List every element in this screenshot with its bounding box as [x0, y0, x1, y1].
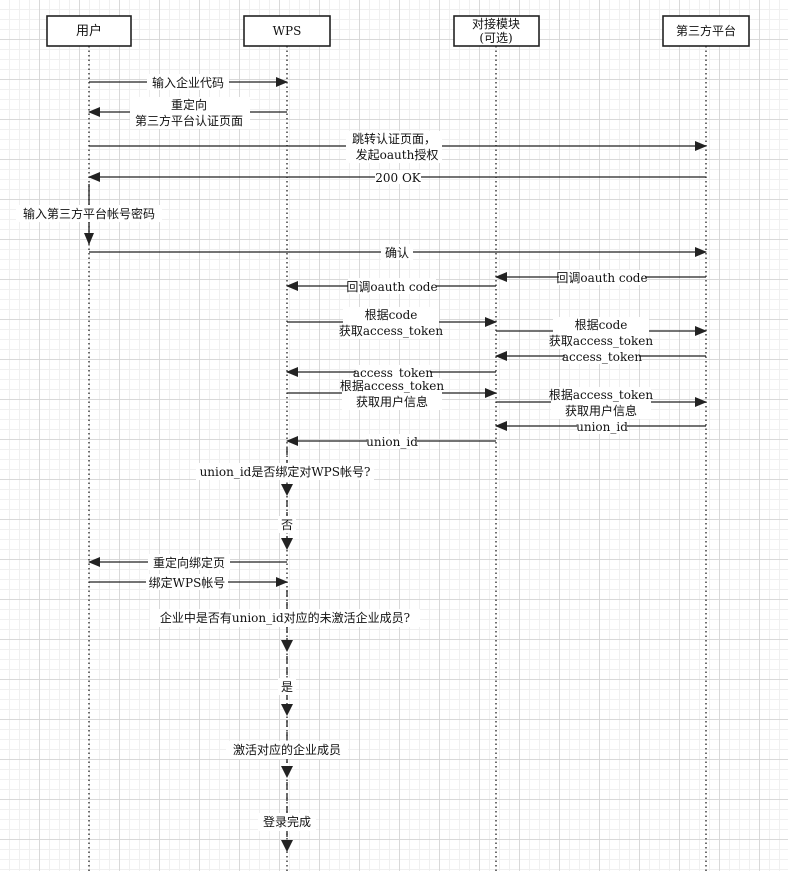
message-unionid-to-connector: union_id — [495, 419, 706, 434]
message-callback-code-to-wps: 回调oauth code — [286, 278, 496, 294]
message-label: 输入第三方平台帐号密码 — [23, 206, 155, 221]
message-label: 200 OK — [375, 171, 422, 185]
message-label: access_token — [353, 366, 433, 380]
message-label: 获取access_token — [549, 334, 653, 348]
message-label: 重定向 — [171, 97, 207, 112]
message-redirect-auth-page: 重定向 第三方平台认证页面 — [88, 97, 287, 129]
flow-answer-yes: 是 — [278, 656, 296, 716]
flow-question-member: 企业中是否有union_id对应的未激活企业成员? — [160, 610, 410, 625]
message-token-to-connector: access_token — [495, 349, 706, 364]
participant-wps-label: WPS — [273, 24, 302, 38]
message-get-token-wps: 根据code 获取access_token — [287, 307, 497, 339]
flow-done-label: 登录完成 — [263, 814, 311, 829]
message-redirect-bind-page: 重定向绑定页 — [88, 554, 287, 570]
message-label: access_token — [562, 350, 642, 364]
message-get-token-connector: 根据code 获取access_token — [496, 317, 707, 349]
participant-connector-label-line2: (可选) — [479, 31, 512, 45]
step-enter-credentials: 输入第三方平台帐号密码 — [16, 184, 162, 245]
message-label: 第三方平台认证页面 — [135, 113, 243, 128]
participant-user: 用户 — [46, 15, 132, 47]
flow-answer-no: 否 — [278, 500, 296, 550]
message-label: 根据code — [365, 308, 418, 322]
message-confirm: 确认 — [89, 244, 707, 260]
message-label: 跳转认证页面， — [352, 131, 436, 146]
message-label: 发起oauth授权 — [356, 147, 439, 162]
message-label: 根据access_token — [340, 379, 444, 393]
flow-check-member: 企业中是否有union_id对应的未激活企业成员? — [150, 590, 420, 652]
message-label: 回调oauth code — [346, 280, 437, 294]
flow-check-binding: union_id是否绑定对WPS帐号? — [196, 448, 374, 496]
message-label: 绑定WPS帐号 — [149, 575, 226, 590]
message-200-ok: 200 OK — [88, 170, 706, 185]
participant-connector: 对接模块 (可选) — [453, 15, 540, 47]
message-label: 根据code — [575, 318, 628, 332]
message-label: 输入企业代码 — [152, 75, 224, 90]
message-label: union_id — [576, 420, 628, 434]
message-label: 获取access_token — [339, 324, 443, 338]
flow-activate-member: 激活对应的企业成员 — [226, 720, 348, 778]
participant-wps: WPS — [243, 15, 331, 47]
flow-login-complete: 登录完成 — [258, 782, 316, 852]
participant-user-label: 用户 — [76, 23, 102, 39]
message-label: 回调oauth code — [556, 271, 647, 285]
message-get-userinfo-wps: 根据access_token 获取用户信息 — [287, 378, 497, 410]
participant-connector-label-line1: 对接模块 — [472, 16, 520, 31]
message-label: 获取用户信息 — [356, 394, 428, 409]
message-enter-enterprise-code: 输入企业代码 — [89, 74, 288, 90]
message-callback-code-to-connector: 回调oauth code — [495, 270, 706, 285]
message-label: union_id — [366, 435, 418, 449]
message-unionid-to-wps: union_id — [286, 434, 496, 449]
participant-third-party: 第三方平台 — [662, 15, 750, 47]
message-label: 根据access_token — [549, 388, 653, 402]
flow-yes-label: 是 — [281, 680, 293, 694]
flow-activate-label: 激活对应的企业成员 — [233, 742, 341, 757]
message-label: 确认 — [385, 246, 409, 260]
message-get-userinfo-connector: 根据access_token 获取用户信息 — [496, 387, 707, 419]
message-label: 获取用户信息 — [565, 403, 637, 418]
message-token-to-wps: access_token — [286, 365, 496, 380]
message-bind-wps-account: 绑定WPS帐号 — [89, 574, 288, 590]
participant-third-party-label: 第三方平台 — [676, 23, 736, 38]
message-label: 重定向绑定页 — [153, 555, 225, 570]
flow-no-label: 否 — [281, 518, 293, 532]
flow-question-binding: union_id是否绑定对WPS帐号? — [200, 464, 371, 479]
message-oauth-request: 跳转认证页面， 发起oauth授权 — [89, 131, 707, 163]
